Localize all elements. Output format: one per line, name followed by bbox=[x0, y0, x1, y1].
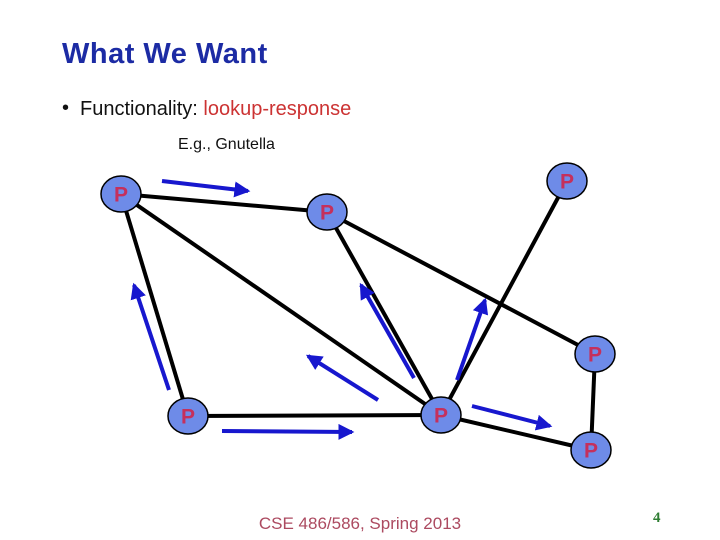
network-link-peer-center-top--peer-right-middle bbox=[326, 210, 596, 356]
message-arrow-bottommiddle-to-bottomright bbox=[471, 404, 553, 431]
network-link-peer-bottom-left--peer-bottom-middle bbox=[187, 413, 442, 418]
message-arrow-bottommiddle-to-topright bbox=[455, 297, 489, 381]
message-arrow-topleft-to-centertop bbox=[161, 179, 251, 198]
page-number: 4 bbox=[653, 510, 661, 526]
network-link-peer-top-left--peer-bottom-left bbox=[119, 193, 190, 417]
peer-bottom-left: P bbox=[167, 397, 209, 435]
peer-node-label: P bbox=[320, 202, 334, 225]
network-link-peer-top-left--peer-bottom-middle bbox=[119, 192, 443, 417]
peer-node-ellipse bbox=[546, 162, 588, 200]
slide-title: What We Want bbox=[62, 38, 268, 70]
peer-node-label: P bbox=[181, 406, 195, 429]
message-arrow-bottomleft-to-topleft bbox=[130, 282, 171, 391]
peer-node-label: P bbox=[588, 344, 602, 367]
message-arrow-bottommiddle-to-centertop bbox=[359, 282, 416, 379]
peer-node-ellipse bbox=[574, 335, 616, 373]
peer-node-ellipse bbox=[100, 175, 142, 213]
peer-top-right: P bbox=[546, 162, 588, 200]
message-arrow-bottomleft-to-bottommiddle bbox=[221, 423, 355, 440]
peer-node-label: P bbox=[584, 440, 598, 463]
peer-top-left: P bbox=[100, 175, 142, 213]
bullet-text-functionality: Functionality: bbox=[80, 98, 198, 120]
peer-center-top: P bbox=[306, 193, 348, 231]
bullet-text-lookup-response: lookup-response bbox=[197, 98, 352, 120]
peer-right-middle: P bbox=[574, 335, 616, 373]
peer-node-ellipse bbox=[306, 193, 348, 231]
peer-bottom-right: P bbox=[570, 431, 612, 469]
network-link-peer-top-right--peer-bottom-middle bbox=[439, 180, 569, 416]
network-link-peer-center-top--peer-bottom-middle bbox=[325, 211, 443, 416]
peer-node-label: P bbox=[560, 171, 574, 194]
peer-node-label: P bbox=[434, 405, 448, 428]
bullet-line: • Functionality: lookup-response bbox=[62, 97, 352, 121]
network-link-peer-top-left--peer-center-top bbox=[120, 192, 328, 214]
message-arrow-bottommiddle-to-topleft bbox=[305, 354, 380, 402]
bullet-marker-icon: • bbox=[62, 97, 70, 119]
peer-bottom-middle: P bbox=[420, 396, 462, 434]
peer-node-label: P bbox=[114, 184, 128, 207]
footer-course-label: CSE 486/586, Spring 2013 bbox=[258, 514, 462, 533]
peer-node-ellipse bbox=[167, 397, 209, 435]
peer-node-ellipse bbox=[420, 396, 462, 434]
peer-node-ellipse bbox=[570, 431, 612, 469]
network-link-peer-bottom-middle--peer-bottom-right bbox=[440, 413, 592, 452]
subtitle-gnutella: E.g., Gnutella bbox=[178, 136, 275, 153]
